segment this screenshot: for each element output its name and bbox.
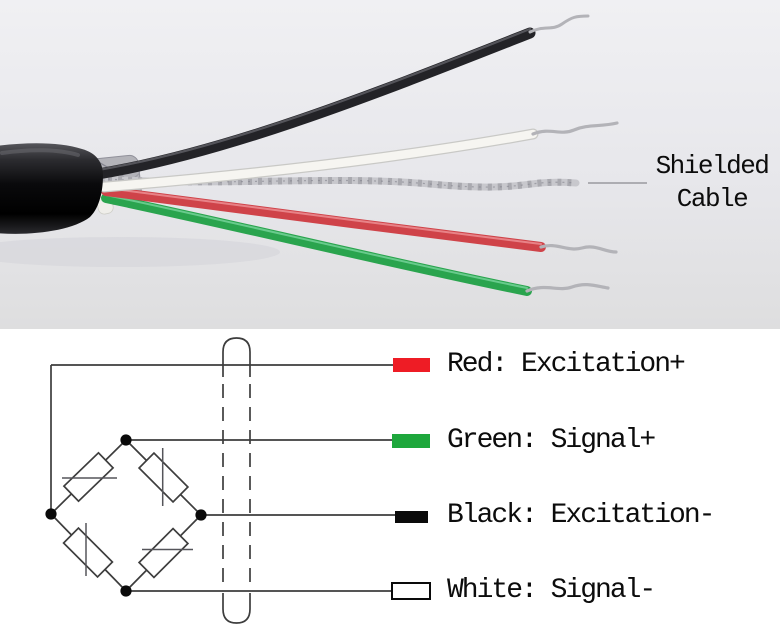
black-swatch: [395, 511, 428, 523]
white-wire: [98, 121, 619, 193]
green-swatch: [392, 434, 430, 448]
strain-gauge-resistor-bottom-right: [137, 527, 190, 579]
legend-label-black: Black: Excitation-: [447, 500, 715, 531]
green-wire: [101, 193, 610, 296]
wiring-diagram: [45, 337, 431, 624]
green-wire-tinned-tip: [525, 282, 610, 293]
strain-gauge-resistor-top-left: [62, 451, 115, 503]
cable-shadow: [0, 237, 280, 267]
strain-gauge-resistor-bottom-left: [62, 526, 114, 579]
bridge-node-left: [45, 508, 57, 520]
strain-gauge-resistors: [62, 451, 190, 579]
gauge-strokes: [62, 448, 193, 576]
wheatstone-bridge-outline: [49, 438, 203, 593]
red-swatch: [393, 358, 430, 372]
white-swatch: [391, 582, 431, 600]
shielded-cable-label-line1: Shielded: [655, 151, 770, 181]
red-wire-tinned-tip: [539, 244, 618, 254]
cable-photo-illustration: [0, 0, 780, 329]
bridge-node-bottom: [120, 585, 132, 597]
cable-photo-section: Shielded Cable: [0, 0, 780, 329]
bridge-node-right: [195, 509, 207, 521]
bridge-nodes: [45, 434, 207, 597]
red-wire: [101, 186, 618, 254]
wiring-diagram-section: Red: Excitation+ Green: Signal+ Black: E…: [0, 329, 780, 630]
white-wire-tinned-tip: [531, 121, 619, 136]
cable-symbol-top-cap: [222, 337, 251, 377]
shielded-cable-label-line2: Cable: [676, 184, 749, 214]
cable-symbol: [222, 337, 251, 624]
cable-symbol-bottom-cap: [222, 593, 251, 624]
legend-label-green: Green: Signal+: [447, 425, 656, 456]
bridge-node-top: [120, 434, 132, 446]
shielded-cable-label: Shielded Cable: [644, 150, 780, 216]
strain-gauge-resistor-top-right: [137, 451, 190, 504]
legend-label-red: Red: Excitation+: [447, 349, 686, 380]
cable-sheath: [0, 143, 103, 234]
black-wire-tinned-tip: [528, 14, 590, 34]
black-wire: [92, 14, 590, 180]
legend-label-white: White: Signal-: [447, 575, 656, 606]
